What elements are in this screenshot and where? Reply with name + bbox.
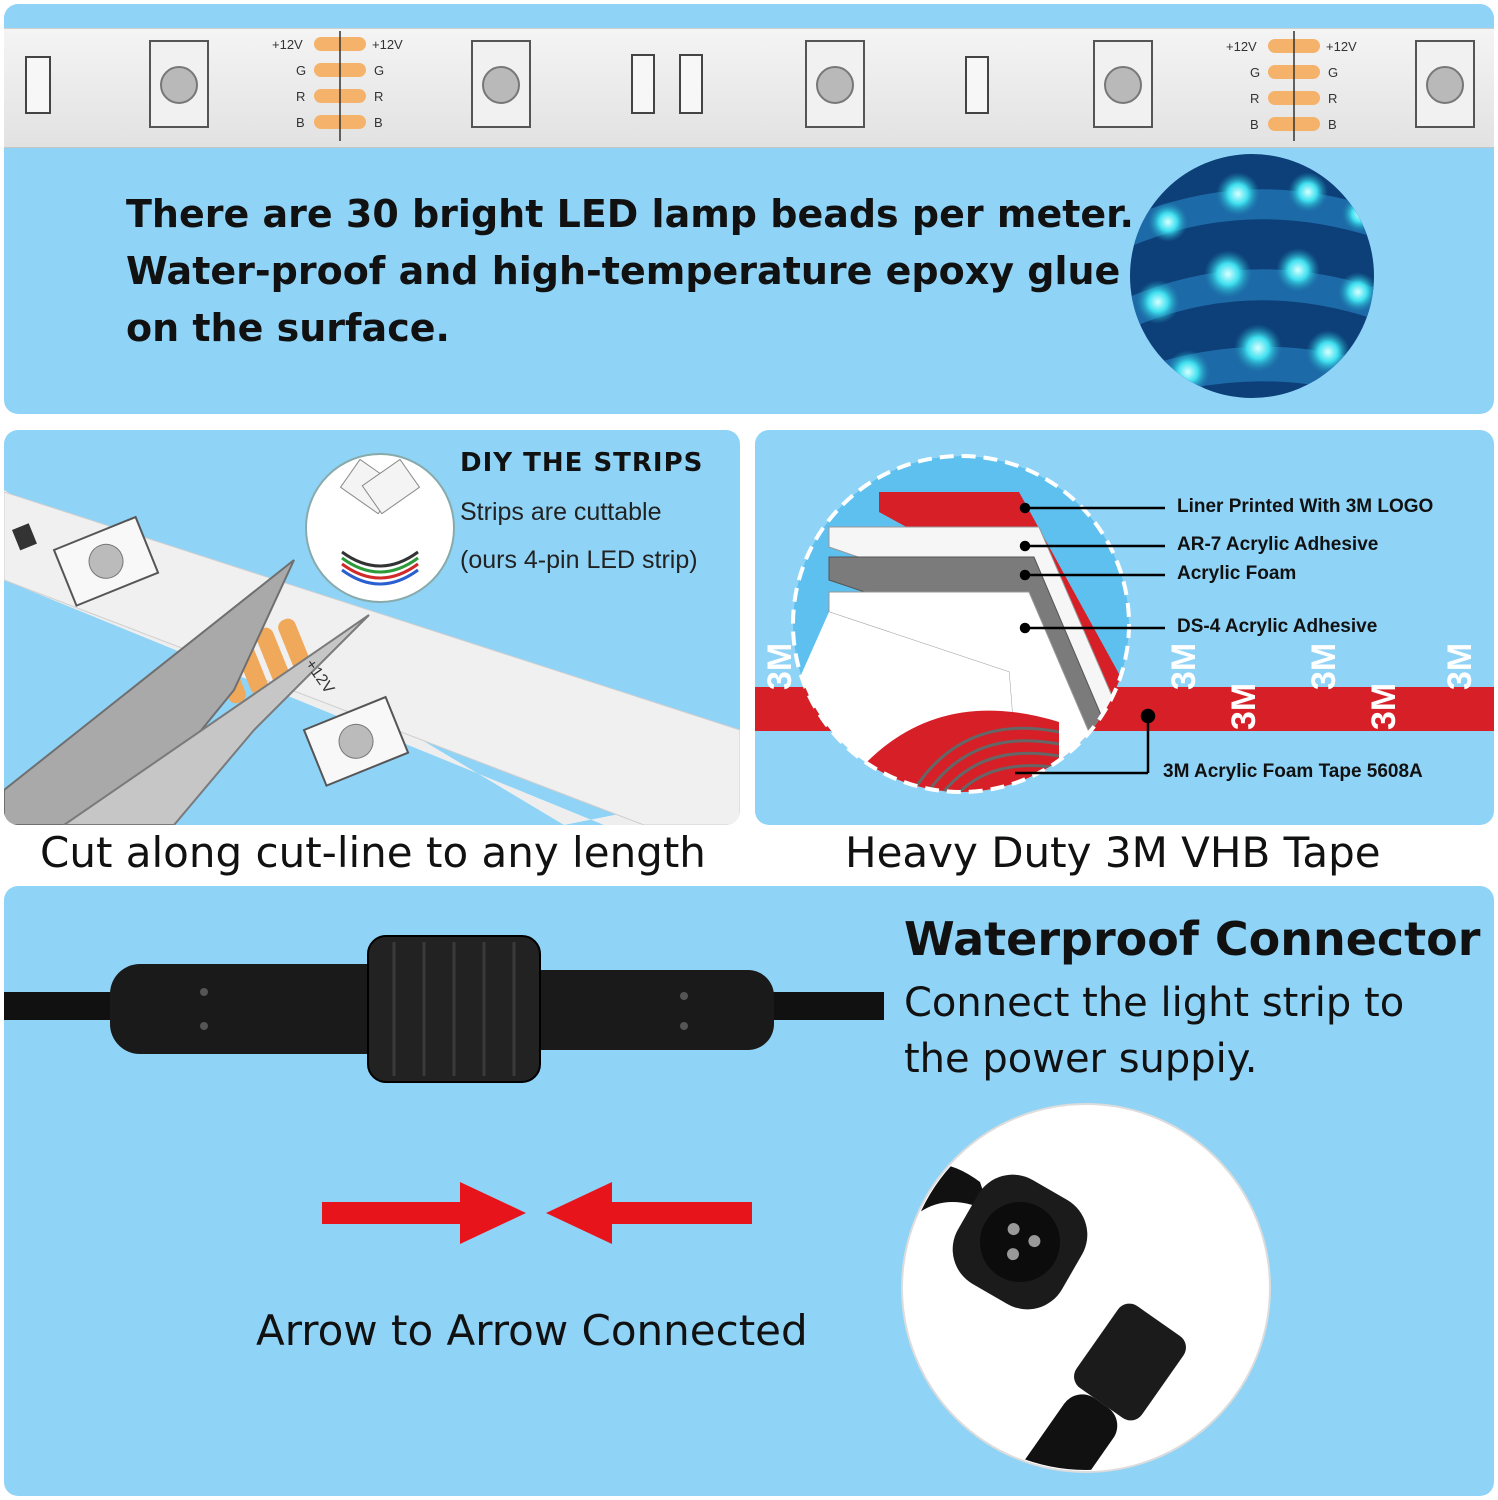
diy-line: (ours 4-pin LED strip) xyxy=(460,546,698,574)
vhb-tape-panel: 3M 3M 3M 3M 3M 3M Lin xyxy=(755,430,1494,825)
layer-label: 3M Acrylic Foam Tape 5608A xyxy=(1163,761,1423,782)
pin-label: +12V xyxy=(1326,39,1357,54)
connector-description-line: Connect the light strip to xyxy=(904,980,1405,1026)
pin-label: G xyxy=(1250,65,1261,80)
connector-closeup-photo xyxy=(901,1103,1271,1473)
pin-label: B xyxy=(1328,117,1337,132)
pin-label: R xyxy=(296,89,306,104)
layer-label: Liner Printed With 3M LOGO xyxy=(1177,496,1434,517)
pin-label: B xyxy=(374,115,383,130)
tape-caption: Heavy Duty 3M VHB Tape xyxy=(845,828,1381,877)
description-line: There are 30 bright LED lamp beads per m… xyxy=(126,192,1134,236)
pin-label: +12V xyxy=(372,37,403,52)
corner-connector-inset xyxy=(305,453,455,603)
description-line: on the surface. xyxy=(126,306,450,350)
layer-label: Acrylic Foam xyxy=(1177,563,1297,584)
diy-title: DIY THE STRIPS xyxy=(460,448,704,478)
pin-label: B xyxy=(1250,117,1259,132)
pin-label: +12V xyxy=(1226,39,1257,54)
waterproof-connector-panel xyxy=(4,886,1494,1496)
cut-caption: Cut along cut-line to any length xyxy=(40,828,706,877)
glowing-strip-photo xyxy=(1130,154,1374,398)
led-strip-closeup xyxy=(4,28,1494,148)
connector-description-line: the power suppiy. xyxy=(904,1036,1258,1082)
waterproof-connector-title: Waterproof Connector xyxy=(904,912,1481,966)
description-line: Water-proof and high-temperature epoxy g… xyxy=(126,249,1121,293)
pin-label: R xyxy=(1250,91,1260,106)
led-beads-panel: +12V G R B +12V G R B +12V G R B +12V G … xyxy=(4,4,1494,414)
pin-label: B xyxy=(296,115,305,130)
beads-description: There are 30 bright LED lamp beads per m… xyxy=(126,186,1134,357)
diy-line: Strips are cuttable xyxy=(460,498,662,526)
layer-leader-lines xyxy=(1015,502,1165,775)
waterproof-connector-cable xyxy=(4,935,884,1083)
cut-strips-panel: +12V xyxy=(4,430,740,825)
layer-label: AR-7 Acrylic Adhesive xyxy=(1177,534,1379,555)
scissors-cutting-strip-illustration xyxy=(4,490,740,825)
pin-label: G xyxy=(374,63,385,78)
pin-label: R xyxy=(1328,91,1338,106)
tape-layers-diagram xyxy=(791,454,1131,794)
pin-label: +12V xyxy=(272,37,303,52)
arrow-caption: Arrow to Arrow Connected xyxy=(256,1306,808,1355)
led-strip-illustration xyxy=(25,31,1475,141)
pin-label: R xyxy=(374,89,384,104)
pin-label: G xyxy=(1328,65,1339,80)
layer-label: DS-4 Acrylic Adhesive xyxy=(1177,616,1378,637)
pin-label: G xyxy=(296,63,307,78)
led-chip-group xyxy=(149,40,1475,128)
arrow-to-arrow-icon xyxy=(322,1182,752,1244)
